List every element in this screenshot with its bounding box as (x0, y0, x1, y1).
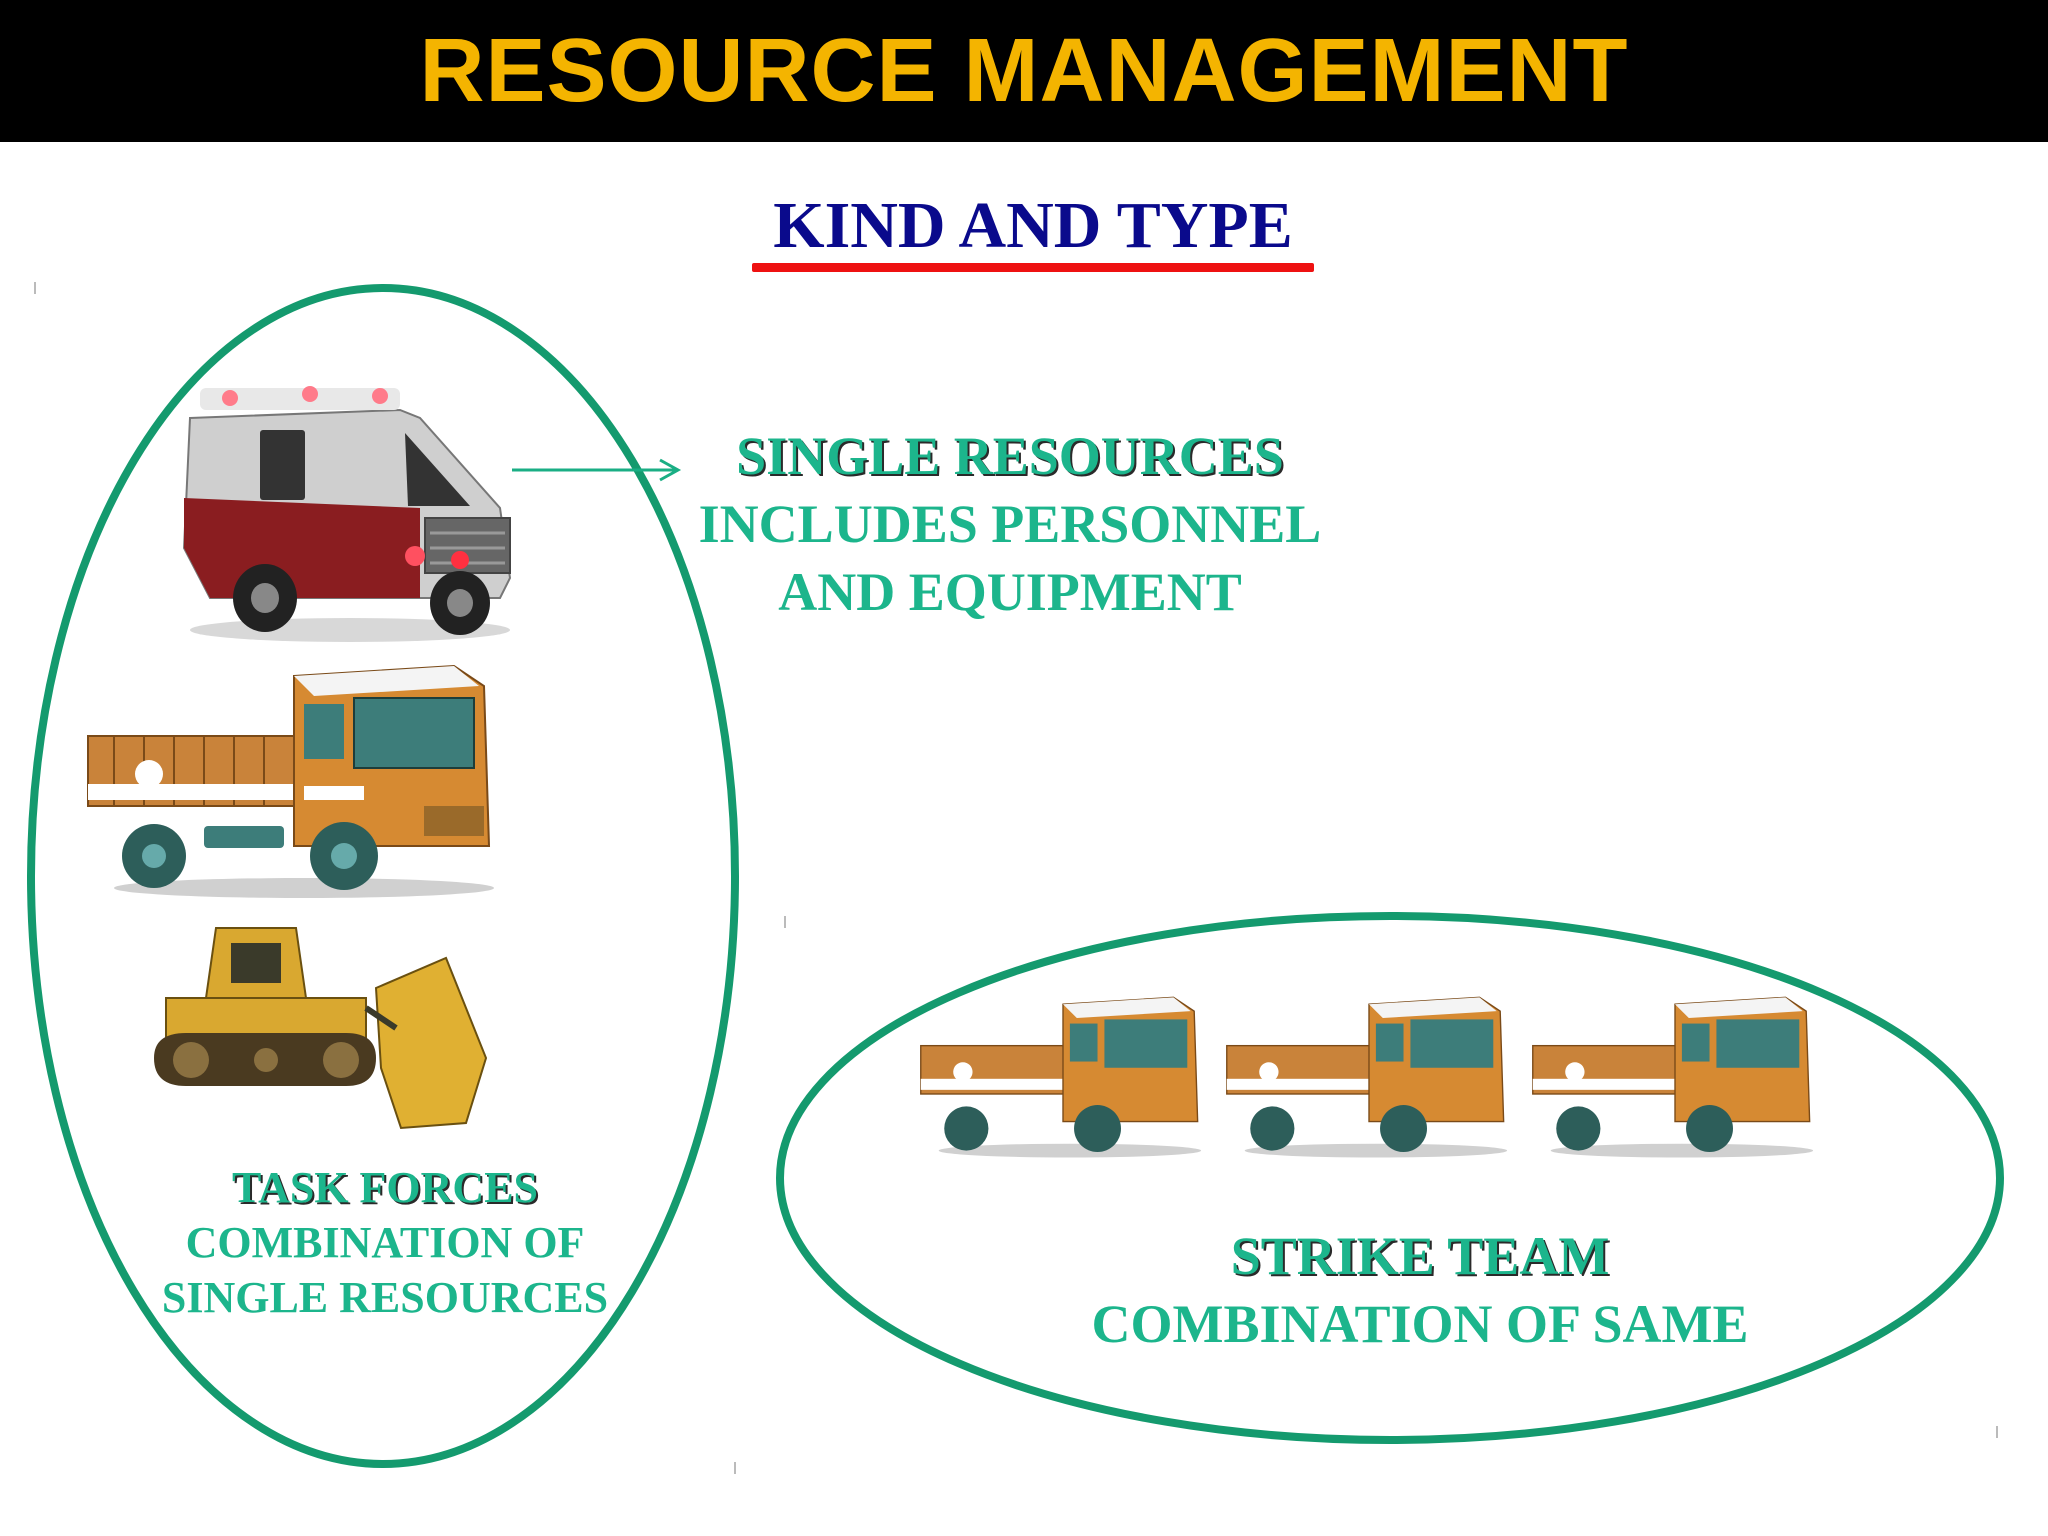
edge-mark (34, 282, 36, 294)
edge-mark (1996, 1426, 1998, 1438)
single-resources-label: SINGLE RESOURCES INCLUDES PERSONNEL AND … (660, 422, 1360, 626)
bulldozer-image (154, 927, 488, 1130)
edge-mark (734, 1462, 736, 1474)
task-forces-heading: TASK FORCES (231, 1163, 539, 1212)
task-forces-line-1: COMBINATION OF (185, 1218, 585, 1267)
header-bar: RESOURCE MANAGEMENT (0, 0, 2048, 142)
ambulance-image (182, 386, 512, 642)
task-forces-line-2: SINGLE RESOURCES (161, 1273, 609, 1322)
task-forces-ellipse (27, 284, 739, 1468)
strike-team-heading: STRIKE TEAM (1230, 1226, 1610, 1286)
slide-subtitle: KIND AND TYPE (773, 189, 1293, 262)
truck-image (920, 996, 1202, 1158)
page-title: RESOURCE MANAGEMENT (419, 20, 1629, 121)
arrow-icon (512, 458, 682, 482)
strike-team-label: STRIKE TEAM COMBINATION OF SAME (1030, 1222, 1810, 1358)
single-resources-heading: SINGLE RESOURCES (736, 426, 1284, 486)
truck-image (1226, 996, 1508, 1158)
single-resources-line-2: AND EQUIPMENT (778, 562, 1242, 622)
strike-team-line-1: COMBINATION OF SAME (1091, 1294, 1749, 1354)
edge-mark (784, 916, 786, 928)
truck-image (1532, 996, 1814, 1158)
truck-image (87, 664, 494, 898)
task-forces-label: TASK FORCES COMBINATION OF SINGLE RESOUR… (130, 1160, 640, 1325)
single-resources-line-1: INCLUDES PERSONNEL (698, 494, 1322, 554)
subtitle-underline (752, 263, 1314, 272)
strike-team-ellipse (776, 912, 2004, 1444)
